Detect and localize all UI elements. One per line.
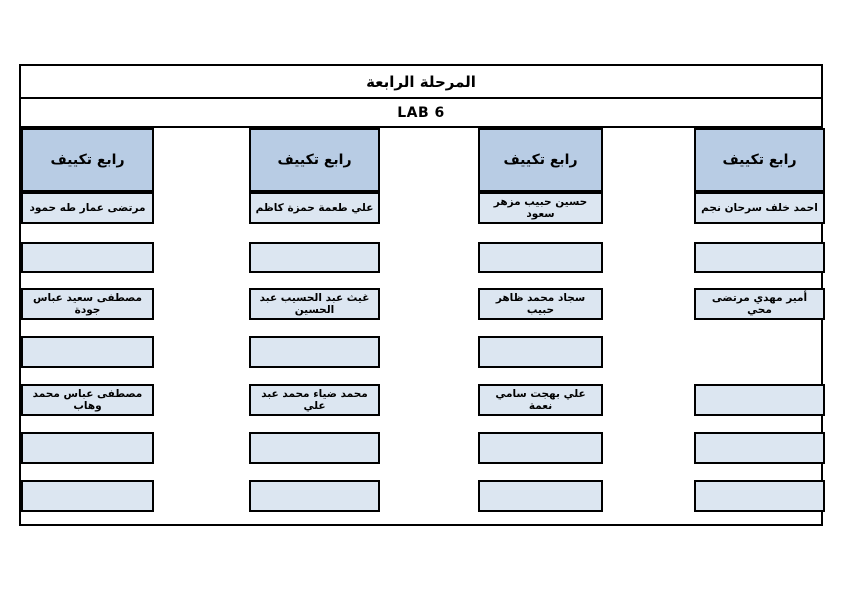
student-slot [21, 432, 154, 464]
column-header-3: رابع تكييف [249, 128, 380, 192]
student-slot: مصطفى سعيد عباس جودة [21, 288, 154, 320]
student-slot [694, 384, 825, 416]
student-slot [694, 480, 825, 512]
student-slot [478, 480, 603, 512]
lab-title: LAB 6 [21, 99, 821, 128]
student-slot: حسين حبيب مزهر سعود [478, 192, 603, 224]
student-slot [478, 336, 603, 368]
student-slot: احمد خلف سرحان نجم [694, 192, 825, 224]
student-slot [478, 432, 603, 464]
student-slot: علي طعمة حمزة كاظم [249, 192, 380, 224]
student-slot [21, 336, 154, 368]
student-slot [694, 432, 825, 464]
student-slot: علي بهجت سامي نعمة [478, 384, 603, 416]
student-slot: سجاد محمد ظاهر حبيب [478, 288, 603, 320]
student-slot [21, 480, 154, 512]
column-header-4: رابع تكييف [21, 128, 154, 192]
student-slot: مرتضى عمار طه حمود [21, 192, 154, 224]
student-slot [249, 242, 380, 273]
column-header-2: رابع تكييف [478, 128, 603, 192]
student-slot [249, 432, 380, 464]
student-slot [249, 336, 380, 368]
column-header-1: رابع تكييف [694, 128, 825, 192]
student-slot [249, 480, 380, 512]
student-slot [694, 242, 825, 273]
schedule-table: المرحلة الرابعة LAB 6 رابع تكييف احمد خل… [19, 64, 825, 526]
student-slot: محمد ضياء محمد عبد علي [249, 384, 380, 416]
student-slot: مصطفى عباس محمد وهاب [21, 384, 154, 416]
stage-title: المرحلة الرابعة [21, 66, 821, 99]
student-slot: أمير مهدي مرتضى محي [694, 288, 825, 320]
student-slot: غيث عبد الحسيب عبد الحسين [249, 288, 380, 320]
student-slot [478, 242, 603, 273]
student-slot [21, 242, 154, 273]
